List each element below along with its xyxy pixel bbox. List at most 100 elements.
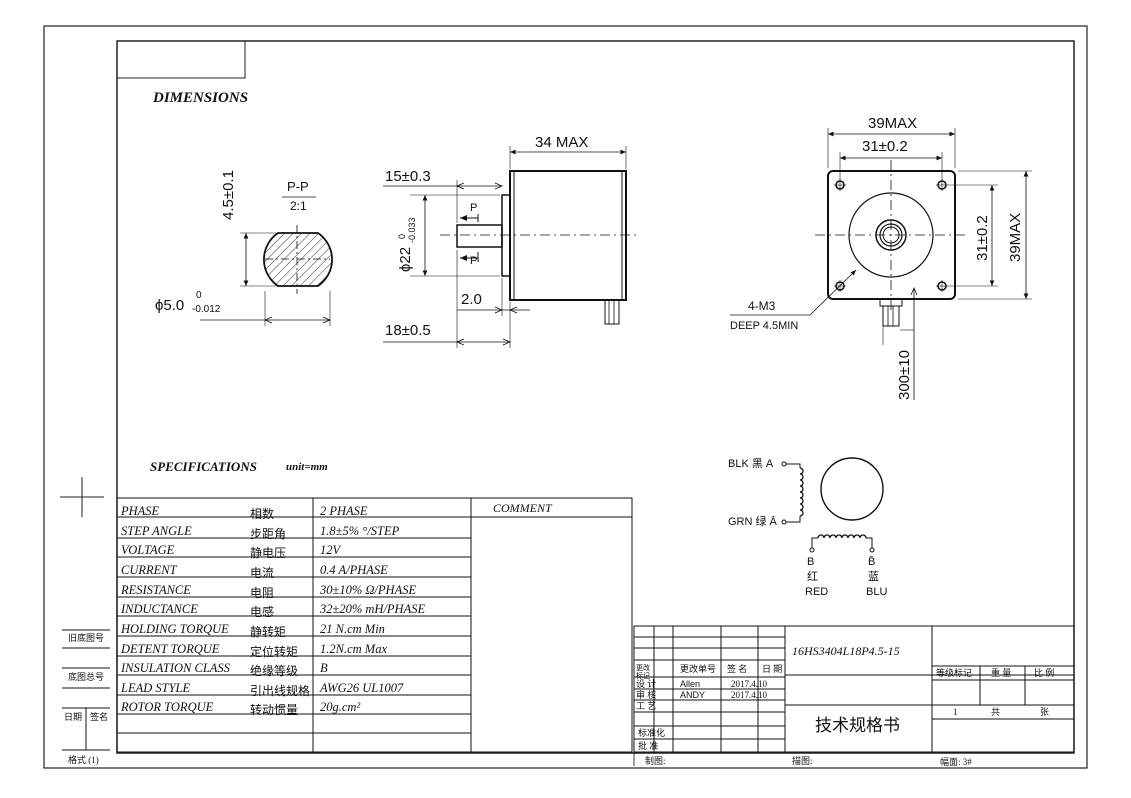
pilot-depth-dim: 2.0 [461, 291, 482, 308]
wire-red-cn: 红 [807, 571, 818, 583]
design-label: 设 计 [636, 679, 657, 689]
shaft-length-dim: 15±0.3 [385, 168, 431, 185]
shaft-diameter: ϕ5.0 [155, 297, 185, 314]
pilot-diameter: ϕ22 [397, 246, 414, 272]
spec-label-en: CURRENT [121, 563, 177, 577]
spec-label-en: ROTOR TORQUE [121, 700, 214, 714]
spec-value: 2 PHASE [320, 504, 368, 518]
comment-header: COMMENT [493, 501, 552, 515]
specifications-heading: SPECIFICATIONS [150, 459, 257, 474]
reviewer-name: ANDY [680, 690, 706, 700]
shaft-section-detail [200, 196, 333, 326]
spec-label-cn: 电感 [250, 605, 275, 619]
traced-label: 描图: [792, 756, 813, 766]
spec-label-cn: 步距角 [250, 527, 287, 541]
part-number: 16HS3404L18P4.5-15 [792, 644, 900, 658]
shaft-dia-lower: -0.012 [192, 304, 221, 315]
spec-value: 12V [320, 543, 341, 557]
section-mark-bottom: P [470, 255, 478, 267]
spec-label-cn: 静转矩 [250, 625, 287, 639]
corner-box [116, 40, 246, 79]
standard-label: 标准化 [638, 728, 666, 738]
hole-depth-callout: DEEP 4.5MIN [730, 320, 799, 332]
spec-label-en: INSULATION CLASS [121, 661, 230, 675]
spec-label-cn: 电阻 [250, 586, 275, 600]
spec-label-en: INDUCTANCE [121, 602, 198, 616]
spec-label-cn: 引出线规格 [250, 684, 311, 698]
date-label: 日 期 [762, 664, 783, 674]
wire-grn-label: GRN 绿 Ā [728, 516, 777, 528]
spec-label-en: HOLDING TORQUE [121, 622, 229, 636]
spec-label-en: RESISTANCE [121, 583, 191, 597]
sheet-label: 张 [1040, 707, 1050, 717]
base-total-label: 底图总号 [68, 672, 105, 682]
wire-blk-label: BLK 黑 A [728, 458, 774, 470]
spec-label-cn: 静电压 [250, 546, 287, 560]
wire-b-label: B [807, 556, 815, 568]
approve-label: 批 准 [638, 741, 659, 751]
old-ref-label: 旧底图号 [68, 633, 105, 643]
section-label: P-P [287, 179, 309, 194]
pilot-dia-upper: 0 [397, 233, 407, 239]
review-label: 审 核 [636, 690, 657, 700]
process-label: 工 艺 [636, 701, 657, 711]
grade-label: 等级标记 [936, 668, 973, 678]
spec-table-grid [116, 497, 633, 753]
format-size-label: 幅面: 3# [940, 757, 972, 767]
holes-callout: 4-M3 [748, 299, 776, 313]
spec-value: 20g.cm² [320, 700, 361, 714]
sign-label: 签 名 [727, 664, 748, 674]
spec-value: 30±10% Ω/PHASE [320, 583, 417, 597]
shaft-total-dim: 18±0.5 [385, 322, 431, 339]
side-date-label: 日期 [64, 712, 83, 722]
length-max-dim: 34 MAX [535, 134, 589, 151]
change-no-label: 更改单号 [680, 664, 717, 674]
document-title: 技术规格书 [815, 716, 900, 735]
spec-value: B [320, 661, 328, 675]
title-block-grid [633, 625, 1075, 753]
ratio-label: 比 例 [1034, 668, 1055, 678]
width-max-dim: 39MAX [868, 115, 918, 132]
motor-side-view [383, 146, 640, 348]
spec-value: 0.4 A/PHASE [320, 563, 388, 577]
flat-dimension: 4.5±0.1 [220, 170, 237, 220]
side-sign-label: 签名 [90, 712, 109, 722]
side-stamp-grid [62, 629, 110, 751]
dimensions-heading: DIMENSIONS [153, 90, 249, 106]
scale-label: 2:1 [290, 199, 307, 213]
review-date: 2017.4.10 [731, 690, 767, 700]
spec-value: 32±20% mH/PHASE [320, 602, 426, 616]
height-max-dim: 39MAX [1007, 212, 1024, 262]
spec-value: 1.2N.cm Max [320, 642, 387, 656]
spec-value: 21 N.cm Min [320, 622, 385, 636]
total-label: 共 [991, 707, 1001, 717]
inner-frame [116, 40, 1075, 754]
spec-label-cn: 转动惯量 [250, 703, 299, 717]
spec-label-en: PHASE [121, 504, 160, 518]
spec-label-en: STEP ANGLE [121, 524, 192, 538]
wire-blu-en: BLU [866, 586, 888, 598]
wire-blu-cn: 蓝 [868, 571, 879, 583]
drawn-label: 制图: [645, 756, 666, 766]
spec-value: AWG26 UL1007 [320, 681, 404, 695]
sheet-number: 1 [953, 707, 958, 717]
outer-frame [43, 25, 1088, 769]
hole-spacing-dim: 31±0.2 [862, 138, 908, 155]
motor-front-view [730, 128, 1032, 400]
lead-length-dim: 300±10 [896, 350, 913, 400]
pilot-dia-lower: -0.033 [407, 217, 417, 243]
spec-value: 1.8±5% °/STEP [320, 524, 400, 538]
shaft-dia-upper: 0 [196, 290, 202, 301]
spec-label-cn: 电流 [250, 566, 275, 580]
spec-label-cn: 相数 [250, 507, 275, 521]
format-label: 格式 (1) [68, 755, 99, 765]
weight-label: 重 量 [991, 668, 1012, 678]
wire-red-en: RED [805, 586, 829, 598]
spec-label-en: DETENT TORQUE [121, 642, 220, 656]
wire-bbar-label: B̄ [868, 556, 876, 568]
spec-label-cn: 绝缘等级 [250, 664, 299, 678]
designer-name: Allen [680, 679, 701, 689]
spec-label-en: LEAD STYLE [121, 681, 191, 695]
